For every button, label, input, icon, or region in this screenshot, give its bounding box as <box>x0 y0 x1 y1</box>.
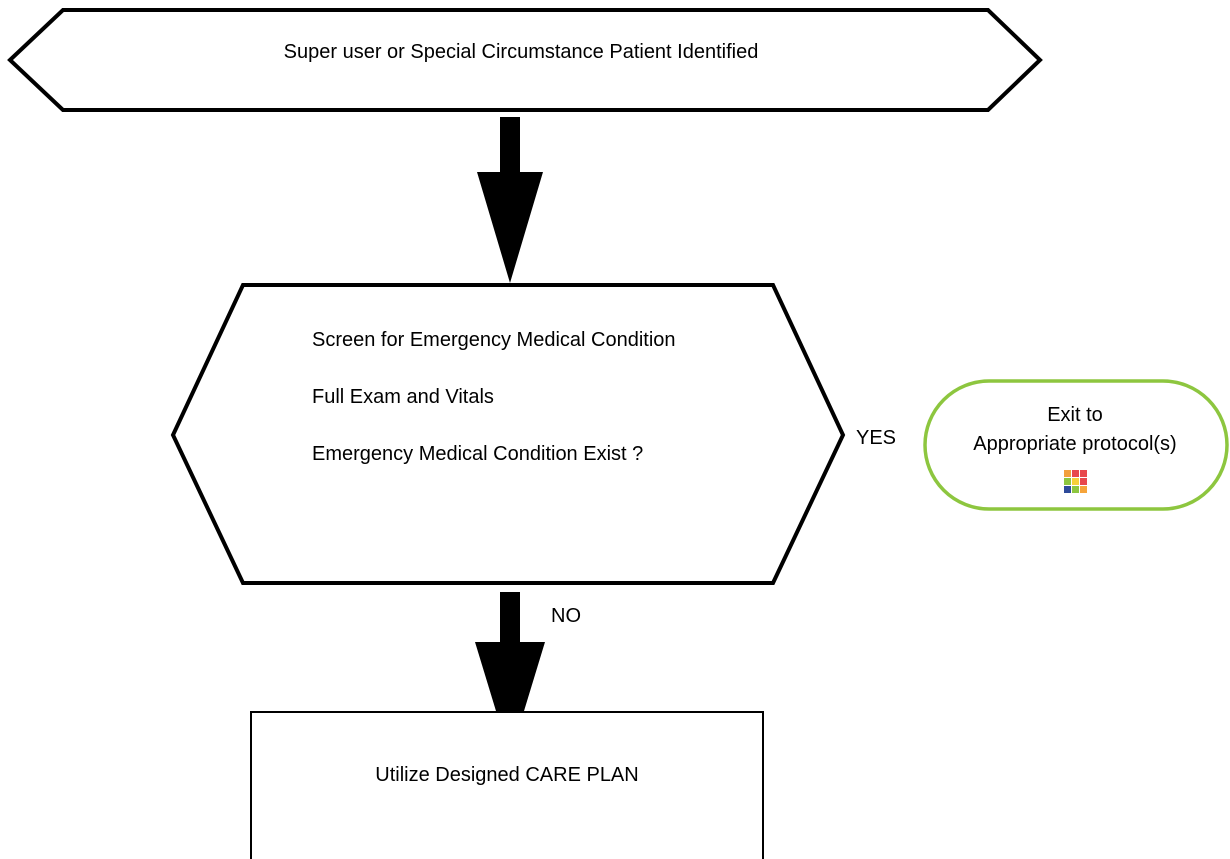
arrow-decision-to-care-plan <box>475 592 545 757</box>
protocol-grid-cell <box>1064 478 1071 485</box>
arrow-start-to-decision <box>477 117 543 283</box>
decision-line-question: Emergency Medical Condition Exist ? <box>312 443 644 465</box>
protocol-grid-cell <box>1072 470 1079 477</box>
decision-node-shape <box>170 283 846 585</box>
protocol-grid-cell <box>1072 478 1079 485</box>
protocol-grid-cell <box>1064 470 1071 477</box>
care-plan-node-shape <box>250 711 764 859</box>
protocol-grid-cell <box>1064 486 1071 493</box>
yes-edge-label: YES <box>856 427 897 449</box>
protocol-grid-cell <box>1080 478 1087 485</box>
protocol-grid-cell <box>1080 470 1087 477</box>
exit-node-shape <box>923 379 1229 511</box>
protocol-grid-cell <box>1072 486 1079 493</box>
protocol-grid-cell <box>1080 486 1087 493</box>
decision-line-exam: Full Exam and Vitals <box>312 386 494 408</box>
exit-node-line2: Appropriate protocol(s) <box>973 433 1177 455</box>
decision-line-screen: Screen for Emergency Medical Condition <box>312 329 676 351</box>
start-node-shape <box>7 8 1043 112</box>
start-node-label: Super user or Special Circumstance Patie… <box>283 41 759 63</box>
exit-node-line1: Exit to <box>1047 404 1103 426</box>
care-plan-label: Utilize Designed CARE PLAN <box>375 764 639 786</box>
no-edge-label: NO <box>551 605 581 627</box>
protocol-grid-icon[interactable] <box>1064 470 1087 493</box>
